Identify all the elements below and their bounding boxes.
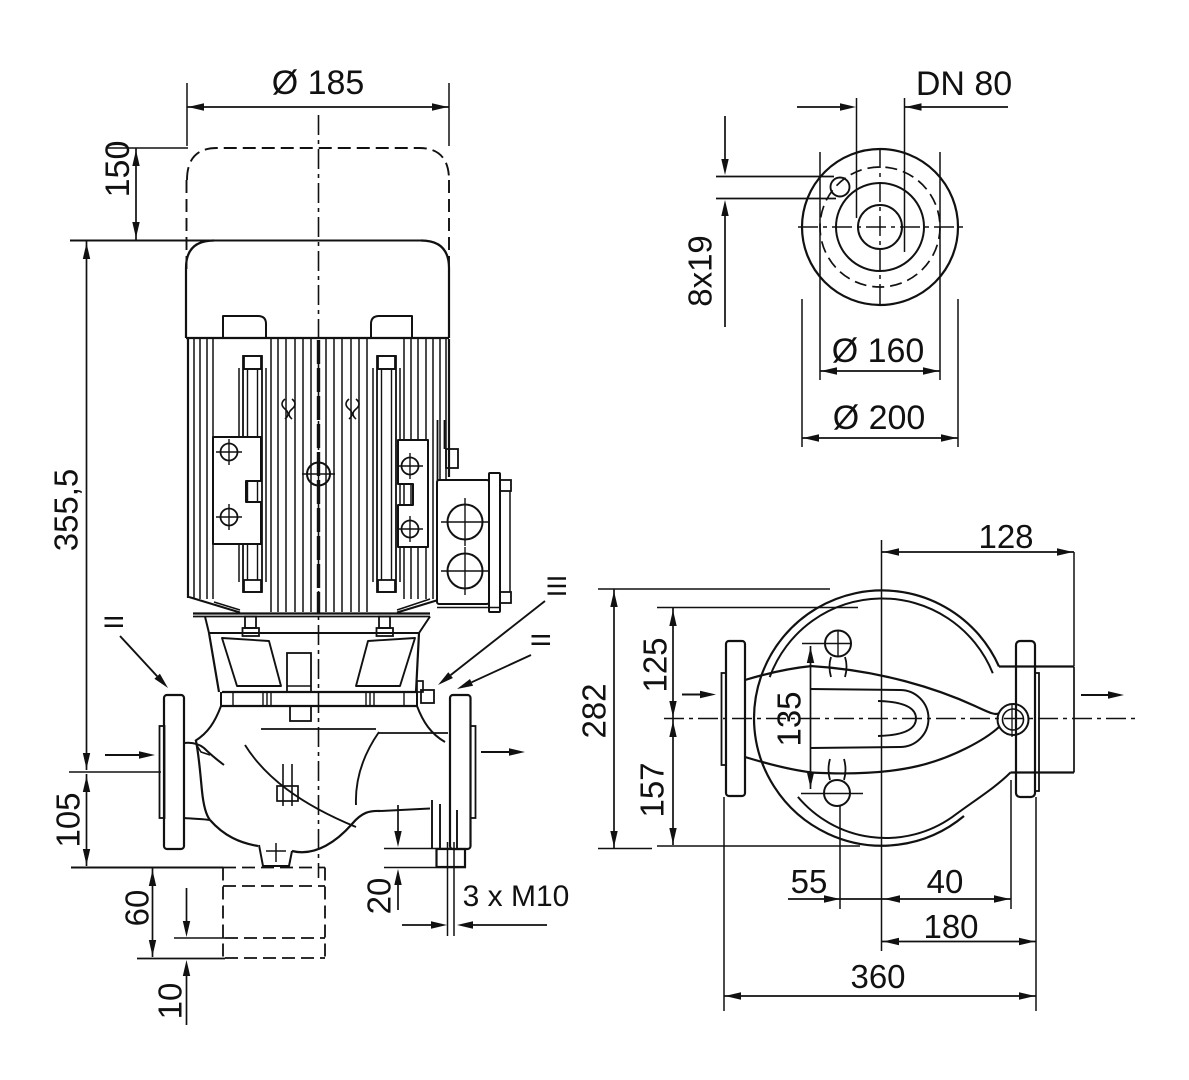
svg-text:II: II [99,614,129,629]
svg-text:III: III [542,575,572,598]
svg-text:60: 60 [119,890,156,927]
svg-text:8x19: 8x19 [682,235,719,307]
svg-text:Ø 200: Ø 200 [833,399,926,437]
svg-text:Ø 185: Ø 185 [272,64,365,102]
svg-text:II: II [526,632,556,647]
svg-text:DN 80: DN 80 [916,65,1012,103]
svg-text:3 x M10: 3 x M10 [463,880,570,913]
svg-text:55: 55 [791,863,828,900]
svg-text:10: 10 [152,983,189,1020]
svg-text:125: 125 [637,637,674,692]
svg-text:135: 135 [771,691,808,746]
svg-text:20: 20 [361,878,398,915]
svg-text:150: 150 [99,141,137,198]
svg-text:128: 128 [978,518,1033,555]
svg-text:355,5: 355,5 [48,469,85,552]
svg-text:282: 282 [576,683,613,738]
svg-text:180: 180 [923,908,978,945]
svg-text:157: 157 [634,762,671,817]
svg-text:360: 360 [850,958,905,995]
svg-text:40: 40 [927,863,964,900]
svg-text:Ø 160: Ø 160 [832,332,925,370]
svg-text:105: 105 [50,792,87,847]
